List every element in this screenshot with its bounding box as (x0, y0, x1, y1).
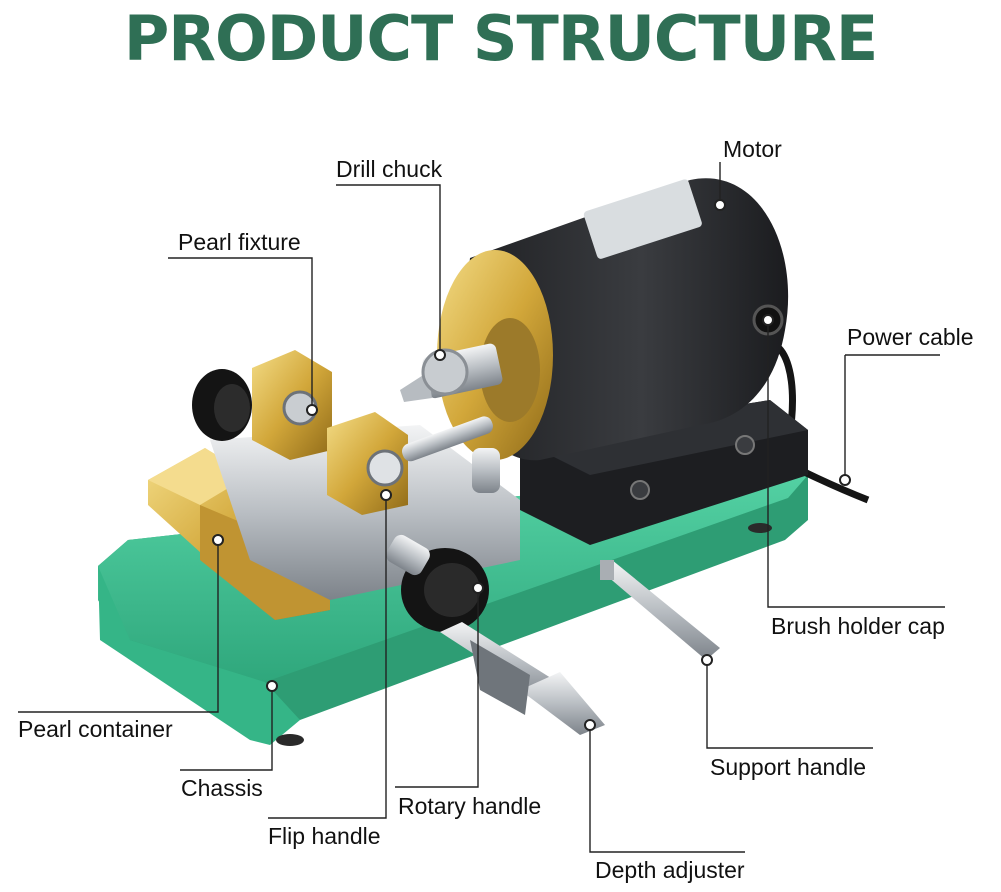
label-chassis: Chassis (181, 775, 263, 801)
label-power-cable: Power cable (847, 324, 974, 350)
rubber-foot (748, 523, 772, 533)
label-depth-adjuster: Depth adjuster (595, 857, 745, 883)
label-drill-chuck: Drill chuck (336, 156, 443, 182)
label-motor: Motor (723, 136, 782, 162)
label-flip-handle: Flip handle (268, 823, 381, 849)
label-pearl-fixture: Pearl fixture (178, 229, 301, 255)
page-title: PRODUCT STRUCTURE (123, 2, 878, 75)
label-pearl-container: Pearl container (18, 716, 173, 742)
guide-post (472, 448, 500, 493)
label-rotary-handle: Rotary handle (398, 793, 542, 819)
callout-dots (212, 199, 851, 731)
spindle-rod (402, 416, 493, 462)
depth-adjuster-part (440, 622, 605, 735)
label-brush-holder-cap: Brush holder cap (771, 613, 945, 639)
label-support-handle: Support handle (710, 754, 867, 780)
support-handle-part (600, 560, 720, 660)
leader-lines (18, 162, 945, 853)
motor-nameplate (583, 179, 702, 259)
rotary-handle-part (386, 534, 489, 632)
rubber-foot (276, 734, 304, 746)
left-knob (192, 369, 252, 441)
